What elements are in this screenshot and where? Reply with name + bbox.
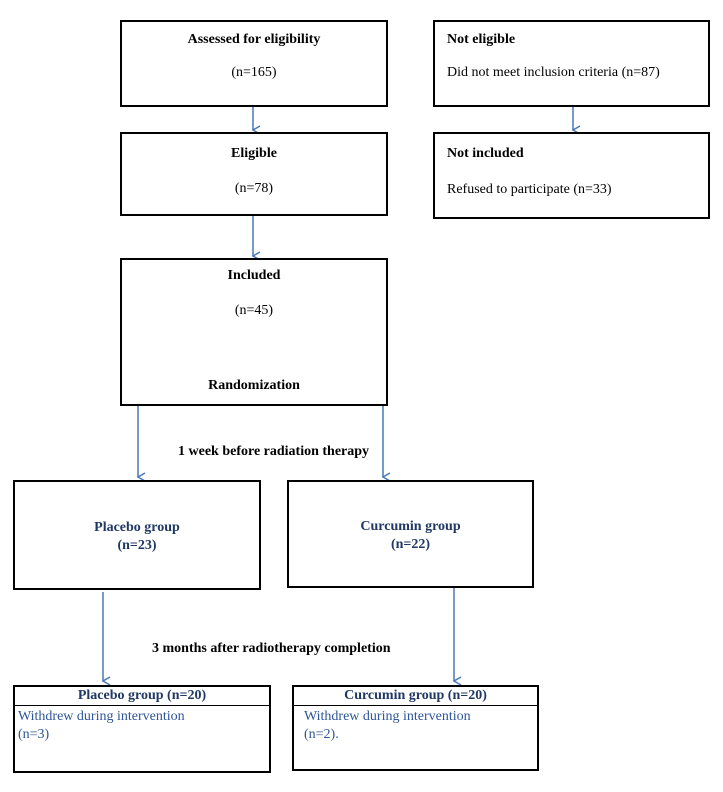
placebo-final-detail-2: (n=3) bbox=[18, 727, 50, 742]
placebo-final-detail-1: Withdrew during intervention bbox=[18, 709, 185, 724]
assessed-box: Assessed for eligibility (n=165) bbox=[120, 20, 388, 107]
placebo-title: Placebo group bbox=[94, 520, 180, 535]
phase2-label: 3 months after radiotherapy completion bbox=[152, 641, 391, 656]
placebo-final-box: Placebo group (n=20) Withdrew during int… bbox=[13, 685, 271, 773]
eligible-box: Eligible (n=78) bbox=[120, 132, 388, 216]
not-eligible-detail: Did not meet inclusion criteria (n=87) bbox=[447, 65, 660, 80]
curcumin-final-title: Curcumin group (n=20) bbox=[344, 688, 487, 703]
placebo-final-title: Placebo group (n=20) bbox=[77, 688, 207, 703]
assessed-title: Assessed for eligibility bbox=[187, 32, 321, 47]
eligible-title: Eligible bbox=[231, 146, 277, 161]
curcumin-final-divider bbox=[294, 705, 537, 706]
placebo-final-divider bbox=[15, 705, 269, 706]
not-eligible-box: Not eligible Did not meet inclusion crit… bbox=[433, 20, 710, 107]
curcumin-final-box: Curcumin group (n=20) Withdrew during in… bbox=[292, 685, 539, 771]
included-count: (n=45) bbox=[234, 303, 274, 318]
placebo-box: Placebo group (n=23) bbox=[13, 480, 261, 590]
assessed-count: (n=165) bbox=[231, 65, 277, 80]
curcumin-box: Curcumin group (n=22) bbox=[287, 480, 534, 588]
not-eligible-title: Not eligible bbox=[447, 32, 516, 47]
randomization-label: Randomization bbox=[208, 378, 300, 393]
curcumin-final-detail-2: (n=2). bbox=[304, 727, 339, 742]
curcumin-count: (n=22) bbox=[390, 537, 431, 552]
included-title: Included bbox=[227, 268, 281, 283]
included-box: Included (n=45) Randomization bbox=[120, 258, 388, 406]
curcumin-final-detail-1: Withdrew during intervention bbox=[304, 709, 471, 724]
phase1-label: 1 week before radiation therapy bbox=[178, 444, 370, 459]
not-included-detail: Refused to participate (n=33) bbox=[447, 182, 612, 197]
not-included-box: Not included Refused to participate (n=3… bbox=[433, 132, 710, 219]
placebo-count: (n=23) bbox=[117, 538, 157, 553]
curcumin-title: Curcumin group bbox=[360, 519, 461, 534]
eligible-count: (n=78) bbox=[234, 181, 274, 196]
not-included-title: Not included bbox=[447, 146, 524, 161]
